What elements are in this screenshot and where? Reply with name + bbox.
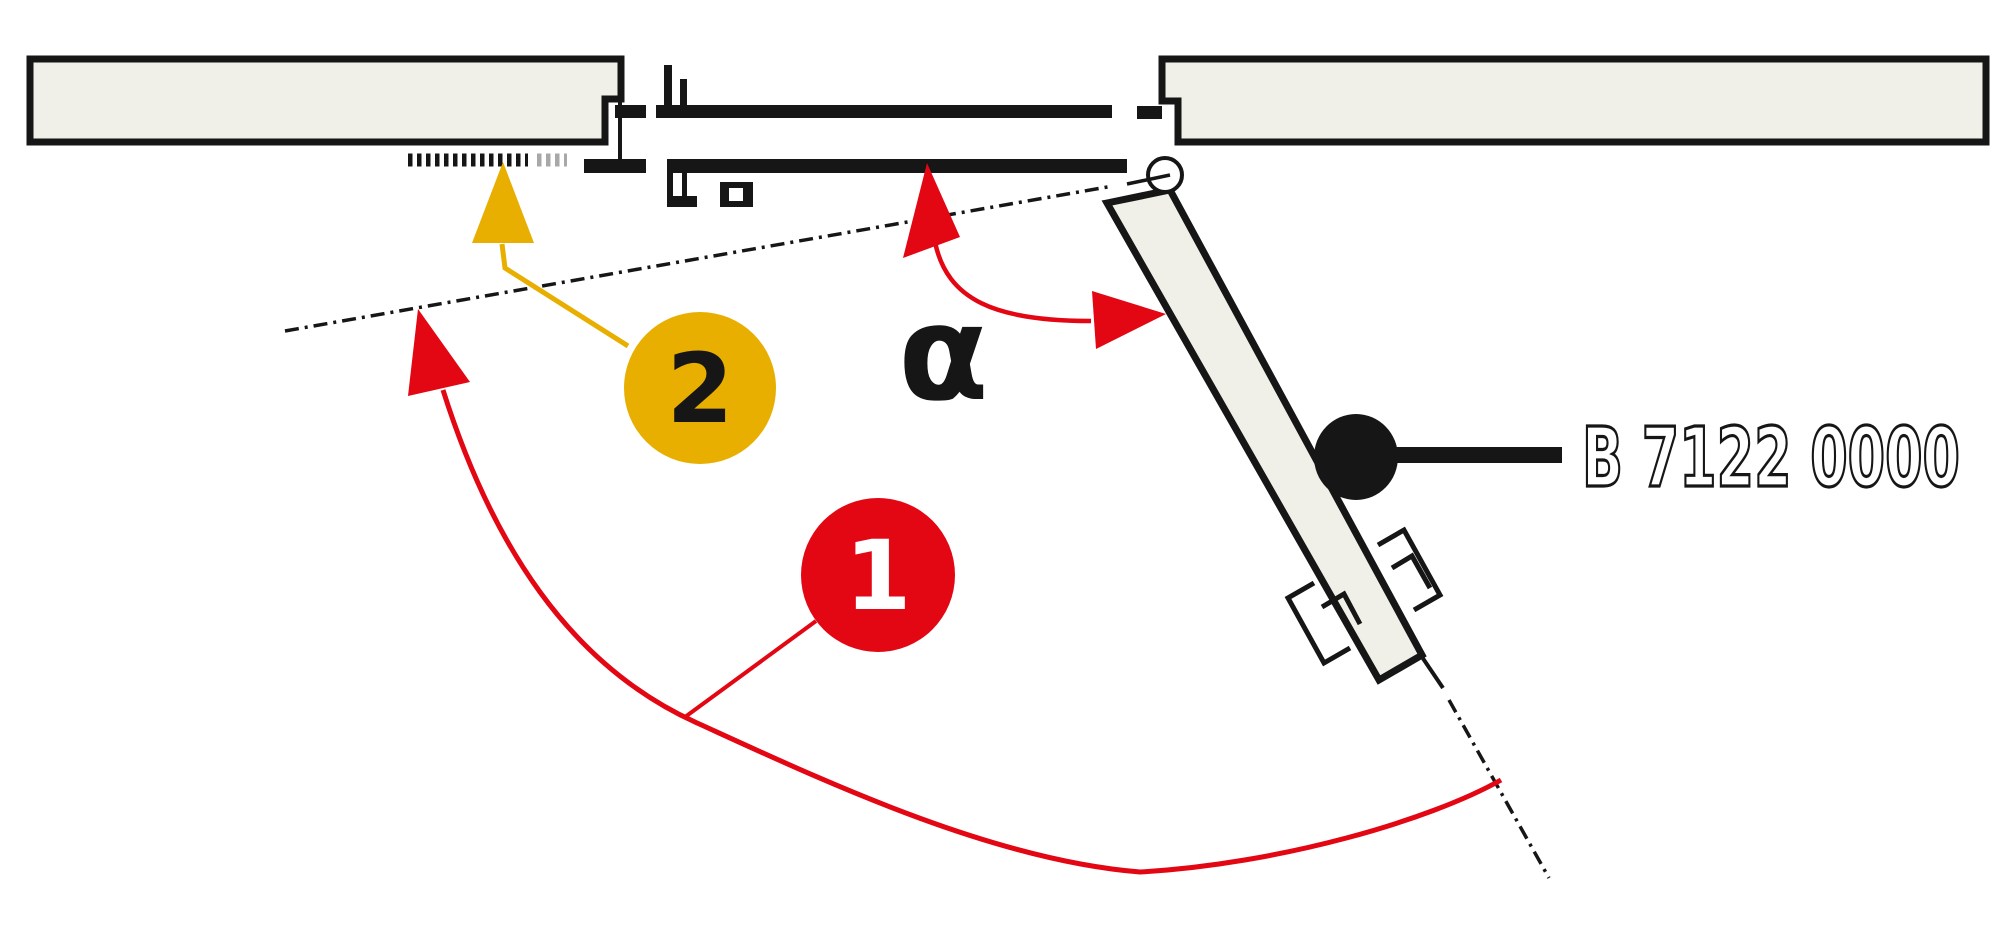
open-door-panel xyxy=(1101,186,1427,685)
profile-pin-icon xyxy=(618,99,622,173)
callout-1-label: 1 xyxy=(845,520,912,632)
left-cabinet-panel xyxy=(26,55,625,146)
arrow-right-icon xyxy=(1092,291,1166,349)
bottom-profile-rail xyxy=(667,159,1127,173)
top-profile-rail xyxy=(656,105,1112,118)
closed-position-dashed-line xyxy=(284,184,1114,333)
angle-arc xyxy=(932,241,1092,324)
profile-pin-icon xyxy=(682,173,687,200)
callout-2-badge xyxy=(624,312,776,464)
mounting-bracket-right-inner-icon xyxy=(1390,552,1433,590)
profile-pin-icon xyxy=(664,65,672,107)
door-extension-dashed-line xyxy=(1447,699,1551,879)
part-number-dot-icon xyxy=(1314,414,1398,500)
profile-pin-icon xyxy=(680,79,687,109)
swing-arc xyxy=(440,389,1503,875)
mounting-bracket-right-icon xyxy=(1376,526,1444,613)
profile-foot-icon xyxy=(667,196,697,207)
mounting-bracket-left-icon xyxy=(1284,580,1352,667)
pivot-tick-line xyxy=(1126,173,1171,186)
profile-block-hole xyxy=(729,188,743,201)
mounting-bracket-left-inner-icon xyxy=(1320,590,1363,626)
top-profile-rail-right-stub xyxy=(1137,106,1162,119)
callout-1-leader xyxy=(683,619,818,719)
callout-2-label: 2 xyxy=(667,333,734,445)
part-number-label: B 7122 0000 xyxy=(1582,411,1960,506)
top-profile-rail-left-stub xyxy=(615,105,646,118)
angle-alpha-label: α xyxy=(898,277,989,431)
arrow-up-icon xyxy=(903,163,960,258)
callout-1-badge xyxy=(801,498,955,652)
door-edge-extension-line xyxy=(1420,655,1445,690)
arrow-up-yellow-icon xyxy=(472,162,534,243)
callout-2-leader xyxy=(499,243,630,349)
bottom-profile-rail-left-stub xyxy=(584,159,646,173)
right-cabinet-panel xyxy=(1158,55,1990,146)
arrow-up-left-icon xyxy=(408,309,470,396)
profile-pin-icon xyxy=(667,173,673,207)
